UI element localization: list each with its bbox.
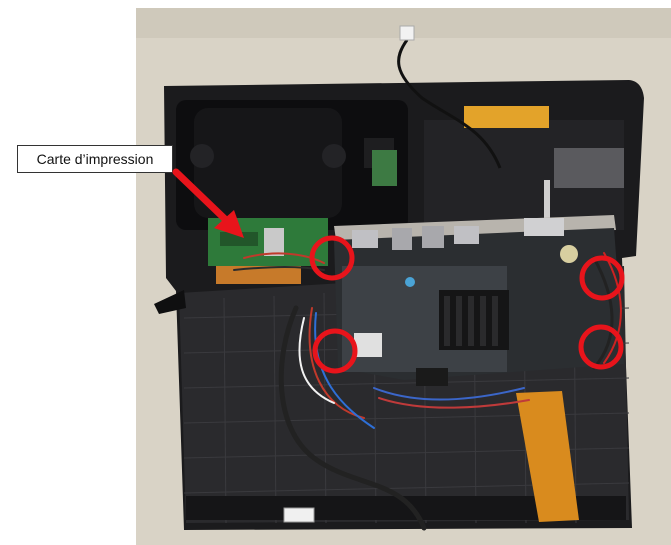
device-photo xyxy=(124,8,671,545)
main-board xyxy=(334,218,624,386)
printer-mechanism xyxy=(176,100,408,230)
annotation-label: Carte d’impression xyxy=(17,145,173,173)
annotation-label-text: Carte d’impression xyxy=(36,151,154,167)
